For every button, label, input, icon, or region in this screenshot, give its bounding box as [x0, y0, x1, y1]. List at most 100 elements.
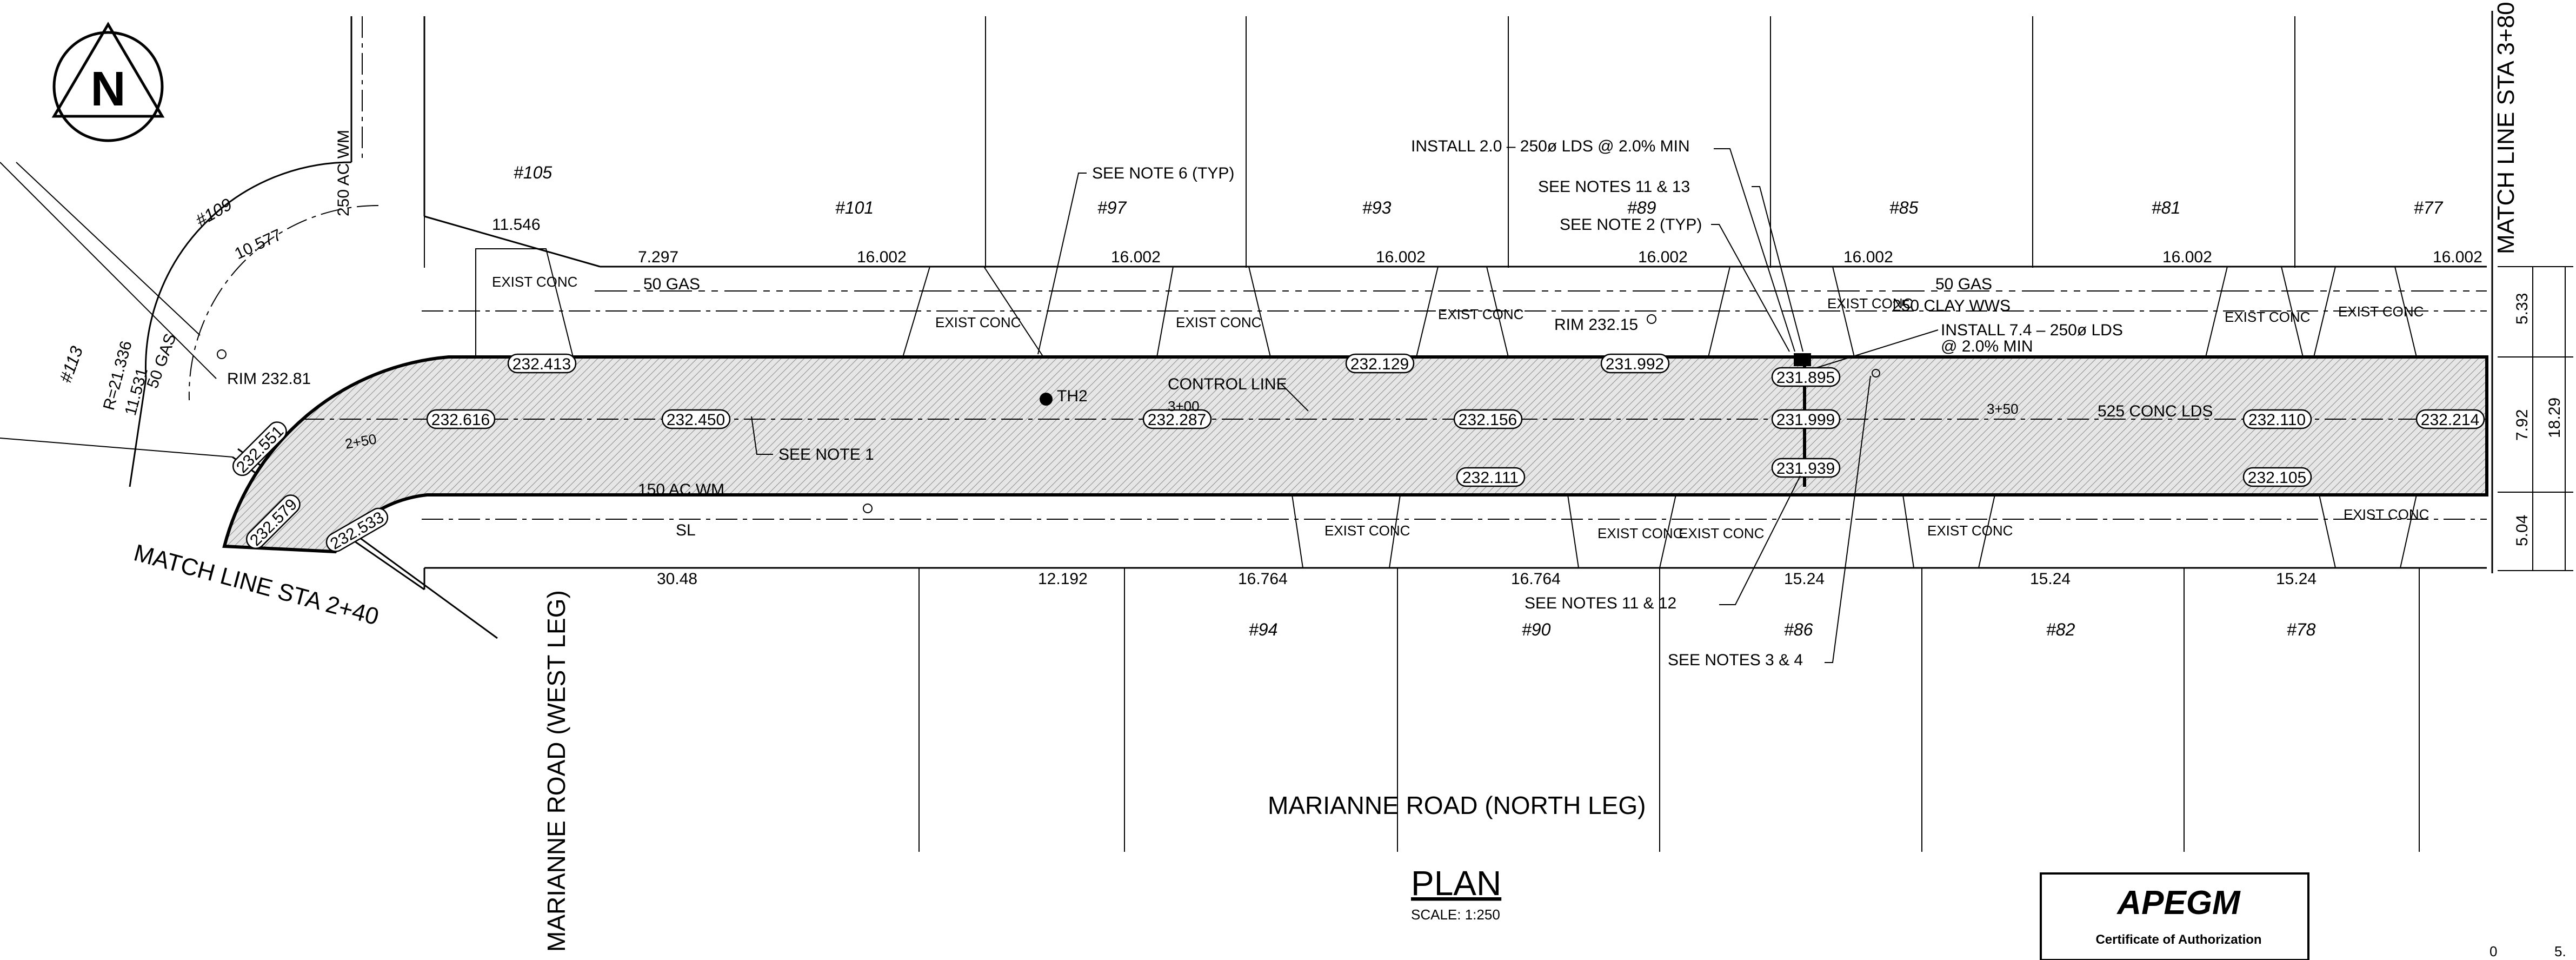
lot-labels-south: #94 #90 #86 #82 #78	[1249, 620, 2316, 639]
svg-text:231.939: 231.939	[1776, 460, 1835, 478]
svg-text:16.002: 16.002	[1638, 248, 1688, 266]
svg-text:15.24: 15.24	[1784, 570, 1825, 588]
manhole-icon	[1647, 314, 1656, 324]
svg-text:150 AC WM: 150 AC WM	[638, 481, 724, 499]
svg-text:232.214: 232.214	[2421, 411, 2479, 429]
svg-text:50 GAS: 50 GAS	[1935, 275, 1992, 293]
svg-text:232.413: 232.413	[512, 355, 571, 373]
svg-text:16.002: 16.002	[2433, 248, 2482, 266]
svg-text:16.002: 16.002	[1111, 248, 1161, 266]
svg-text:525 CONC LDS: 525 CONC LDS	[2098, 402, 2213, 420]
test-hole-label: TH2	[1057, 387, 1088, 405]
svg-text:231.992: 231.992	[1606, 355, 1664, 373]
svg-text:#101: #101	[835, 198, 874, 217]
svg-text:15.24: 15.24	[2030, 570, 2071, 588]
north-letter: N	[91, 62, 126, 116]
road-name-west: MARIANNE ROAD (WEST LEG)	[542, 590, 570, 952]
svg-text:232.287: 232.287	[1148, 411, 1206, 429]
svg-text:232.450: 232.450	[667, 411, 725, 429]
svg-text:232.129: 232.129	[1350, 355, 1409, 373]
svg-text:EXIST CONC: EXIST CONC	[935, 314, 1021, 330]
certificate-caption: Certificate of Authorization	[2095, 932, 2261, 947]
pavement	[222, 355, 2488, 554]
frontage-south: 30.48 12.192 16.764 16.764 15.24 15.24 1…	[657, 570, 2317, 588]
driveways-north	[475, 248, 2417, 357]
driveways-south	[1292, 494, 2417, 568]
frontage-west: 10.577 R=21.336 11.531	[100, 226, 284, 418]
svg-text:SL: SL	[676, 521, 696, 539]
svg-text:231.999: 231.999	[1776, 411, 1835, 429]
svg-text:EXIST CONC: EXIST CONC	[1927, 522, 2013, 539]
certificate-stamp: APEGM Certificate of Authorization	[2040, 872, 2309, 960]
catch-basin-icon	[1794, 353, 1811, 366]
svg-text:EXIST CONC: EXIST CONC	[2344, 506, 2429, 522]
svg-text:#109: #109	[192, 194, 236, 230]
utility-labels: 50 GAS 50 GAS 50 GAS 250 CLAY WWS 525 CO…	[144, 130, 2213, 539]
svg-text:16.764: 16.764	[1238, 570, 1288, 588]
svg-text:7.297: 7.297	[638, 248, 678, 266]
svg-text:INSTALL 2.0 – 250ø LDS @ 2.0%: INSTALL 2.0 – 250ø LDS @ 2.0% MIN	[1411, 137, 1690, 155]
match-line-right: MATCH LINE STA 3+80	[2493, 2, 2519, 254]
svg-text:EXIST CONC: EXIST CONC	[1438, 306, 1523, 322]
manhole-icon	[217, 349, 227, 359]
svg-text:7.92: 7.92	[2513, 409, 2531, 441]
svg-text:12.192: 12.192	[1038, 570, 1088, 588]
svg-text:EXIST CONC: EXIST CONC	[2338, 303, 2424, 320]
svg-text:232.156: 232.156	[1459, 411, 1517, 429]
lot-labels-north: #105 #101 #97 #93 #89 #85 #81 #77	[514, 163, 2444, 217]
property-lines-north	[424, 16, 2295, 268]
plan-title: PLAN	[1411, 864, 1501, 903]
svg-text:232.111: 232.111	[1462, 469, 1519, 487]
north-arrow-icon	[51, 22, 165, 118]
svg-text:SEE NOTES 3 & 4: SEE NOTES 3 & 4	[1668, 651, 1803, 669]
svg-text:SEE NOTE 6 (TYP): SEE NOTE 6 (TYP)	[1092, 164, 1234, 182]
svg-text:#82: #82	[2046, 620, 2075, 639]
svg-text:231.895: 231.895	[1776, 369, 1835, 387]
plan-scale: SCALE: 1:250	[1411, 906, 1500, 923]
svg-text:EXIST CONC: EXIST CONC	[1827, 295, 1913, 312]
rim-label-2: RIM 232.15	[1554, 316, 1638, 334]
svg-text:232.105: 232.105	[2248, 469, 2306, 487]
north-arrow: N	[51, 22, 165, 142]
svg-text:EXIST CONC: EXIST CONC	[1597, 525, 1683, 541]
svg-text:#113: #113	[56, 343, 86, 385]
west-road-boundaries	[0, 16, 425, 458]
svg-text:#93: #93	[1362, 198, 1392, 217]
svg-text:232.616: 232.616	[431, 411, 490, 429]
svg-text:SEE NOTES 11 & 13: SEE NOTES 11 & 13	[1538, 178, 1690, 196]
svg-text:3+50: 3+50	[1987, 401, 2019, 417]
match-line-left: MATCH LINE STA 2+40	[131, 539, 381, 630]
svg-text:SEE NOTES 11 & 12: SEE NOTES 11 & 12	[1525, 594, 1676, 612]
rim-label-1: RIM 232.81	[227, 370, 311, 388]
svg-text:#89: #89	[1627, 198, 1656, 217]
svg-text:#90: #90	[1522, 620, 1551, 639]
test-hole-icon	[1040, 393, 1053, 406]
svg-text:16.002: 16.002	[857, 248, 907, 266]
svg-text:16.764: 16.764	[1511, 570, 1561, 588]
svg-text:16.002: 16.002	[2162, 248, 2212, 266]
svg-text:#94: #94	[1249, 620, 1277, 639]
svg-text:#85: #85	[1889, 198, 1919, 217]
right-dimensions: 5.33 7.92 5.04 18.29	[2498, 266, 2573, 571]
svg-text:EXIST CONC: EXIST CONC	[1324, 522, 1410, 539]
svg-text:EXIST CONC: EXIST CONC	[492, 274, 577, 290]
svg-text:5.04: 5.04	[2513, 515, 2531, 546]
svg-text:0: 0	[2490, 943, 2497, 959]
svg-text:INSTALL 7.4 – 250ø LDS: INSTALL 7.4 – 250ø LDS	[1941, 321, 2123, 339]
manhole-icon	[1872, 369, 1880, 378]
svg-text:EXIST CONC: EXIST CONC	[2225, 309, 2310, 325]
svg-text:#78: #78	[2287, 620, 2316, 639]
svg-text:#77: #77	[2414, 198, 2444, 217]
svg-text:#81: #81	[2152, 198, 2180, 217]
svg-text:18.29: 18.29	[2546, 398, 2564, 438]
svg-text:16.002: 16.002	[1843, 248, 1893, 266]
hydrant-icon	[863, 504, 873, 513]
svg-text:#105: #105	[514, 163, 552, 182]
svg-text:250 AC WM: 250 AC WM	[335, 130, 352, 216]
svg-text:5.: 5.	[2554, 943, 2566, 959]
svg-text:@ 2.0% MIN: @ 2.0% MIN	[1941, 337, 2033, 355]
control-line-label: CONTROL LINE	[1168, 375, 1287, 393]
svg-text:5.33: 5.33	[2513, 293, 2531, 325]
svg-text:SEE NOTE 2 (TYP): SEE NOTE 2 (TYP)	[1560, 216, 1702, 234]
svg-text:50 GAS: 50 GAS	[144, 331, 180, 390]
